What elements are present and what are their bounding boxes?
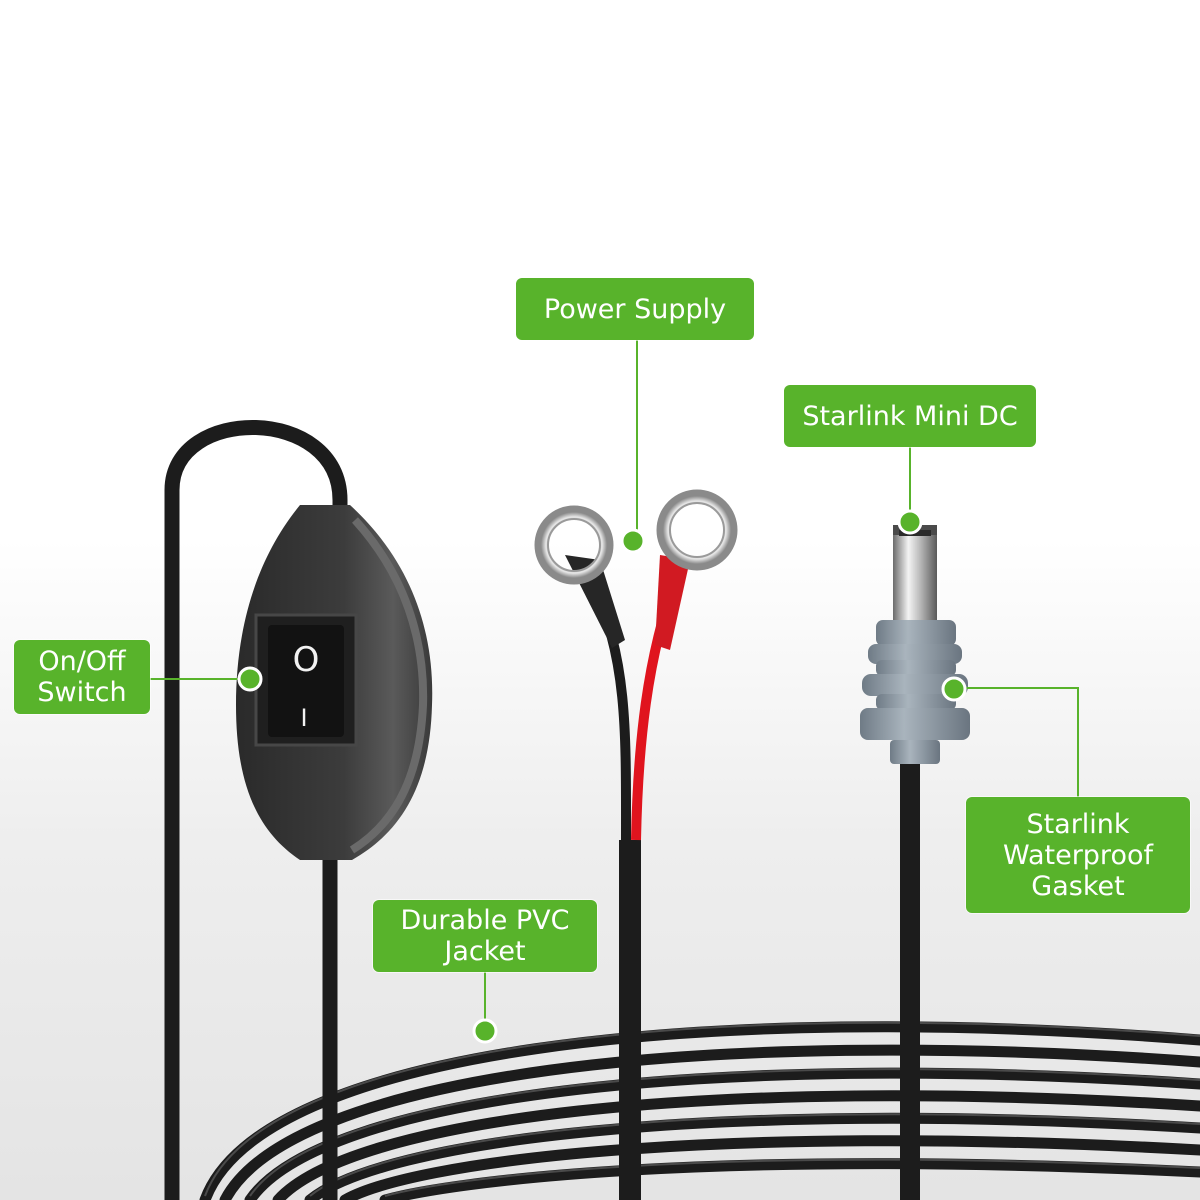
starlink-mini-dc-text: Starlink Mini DC: [802, 400, 1018, 432]
switch-cable-loop: [164, 419, 348, 1200]
on-off-switch-dot: [237, 666, 263, 692]
pvc-jacket-dot: [472, 1018, 498, 1044]
power-supply-wires: [534, 489, 738, 1200]
power-supply-label: Power Supply: [516, 278, 754, 340]
pvc-jacket-line-1: Durable PVC: [400, 905, 570, 936]
rocker-switch: O I: [254, 613, 358, 747]
negative-ring-terminal: [534, 505, 614, 585]
positive-ring-terminal: [656, 489, 738, 571]
waterproof-gasket: [860, 620, 970, 764]
switch-symbol-on: I: [300, 704, 307, 732]
power-supply-text: Power Supply: [543, 293, 727, 325]
power-supply-dot: [620, 528, 646, 554]
waterproof-gasket-line-2: Waterproof: [1002, 839, 1153, 871]
on-off-switch-line-2: Switch: [37, 677, 127, 708]
waterproof-gasket-label: Starlink Waterproof Gasket: [966, 797, 1190, 913]
waterproof-gasket-dot: [941, 676, 967, 702]
starlink-mini-dc-dot: [897, 509, 923, 535]
on-off-switch-line-1: On/Off: [38, 646, 126, 677]
positive-terminal-sleeve: [655, 555, 690, 650]
starlink-mini-dc-label: Starlink Mini DC: [784, 385, 1036, 447]
waterproof-gasket-line-1: Starlink: [1026, 808, 1130, 840]
callout-lines: [150, 340, 1079, 1030]
dc-barrel-plug: [893, 530, 937, 630]
waterproof-gasket-line-3: Gasket: [1031, 870, 1125, 902]
on-off-switch-label: On/Off Switch: [14, 640, 150, 714]
pvc-jacket-label: Durable PVC Jacket: [373, 900, 597, 972]
pvc-jacket-line-2: Jacket: [444, 936, 526, 967]
dc-connector: [860, 525, 970, 1200]
callout-dots: [237, 509, 967, 1044]
switch-symbol-off: O: [293, 640, 320, 680]
